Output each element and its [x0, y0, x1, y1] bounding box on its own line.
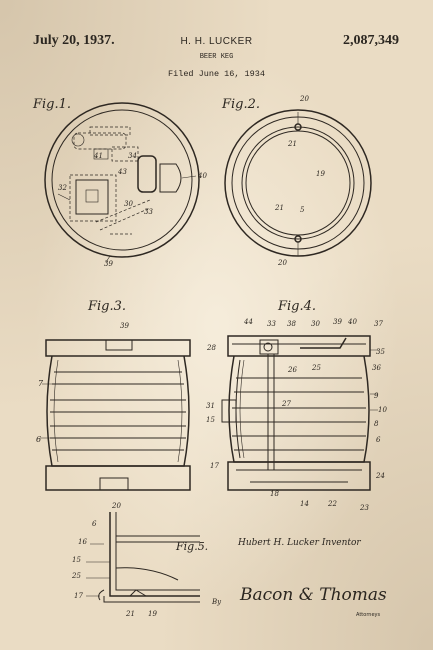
ref-22: 22: [327, 500, 337, 508]
ref-34: 34: [128, 152, 137, 160]
fig1-refs: 41 43 34 32 30 33 40 39: [58, 152, 207, 268]
fig2-drawing: Fig.2.: [221, 97, 372, 257]
inventor-signature: Hubert H. Lucker Inventor: [238, 538, 361, 548]
ref-33-f4: 33: [267, 320, 276, 328]
ref-33: 33: [144, 208, 153, 216]
ref-30: 30: [124, 200, 133, 208]
ref-25: 25: [311, 364, 321, 372]
ref-9: 9: [374, 392, 379, 400]
ref-44: 44: [243, 318, 253, 326]
patent-title: BEER KEG: [199, 53, 234, 61]
ref-39: 39: [104, 260, 113, 268]
ref-41: 41: [93, 152, 103, 160]
patent-date: July 20, 1937.: [33, 33, 115, 48]
ref-15-f5: 15: [72, 556, 81, 564]
ref-31: 31: [206, 402, 215, 410]
fig4-refs: 44 33 38 30 39 40 37 28 26 25 35 36 31 1…: [206, 318, 387, 512]
fig2-label: Fig.2.: [221, 97, 260, 112]
ref-8: 8: [374, 420, 379, 428]
ref-6-f4: 6: [376, 436, 381, 444]
ref-39-f3: 39: [120, 322, 129, 330]
attorney-label: Attorneys: [356, 612, 381, 618]
ref-20-f3: 20: [111, 502, 121, 510]
fig2-refs: 20 21 19 21 5 20: [274, 95, 325, 267]
fig1-label: Fig.1.: [32, 97, 71, 112]
fig3-label: Fig.3.: [87, 299, 126, 314]
ref-7: 7: [38, 379, 44, 388]
fig5-refs: 6 16 15 25 17 21 19: [71, 520, 157, 618]
ref-18: 18: [270, 490, 279, 498]
inventor-name: H. H. LUCKER: [180, 36, 253, 47]
ref-15: 15: [206, 416, 215, 424]
ref-30-f4: 30: [311, 320, 320, 328]
fig3-refs: 39 7 6 20: [36, 322, 129, 510]
ref-35: 35: [376, 348, 385, 356]
ref-28: 28: [206, 344, 216, 352]
ref-17-f5: 17: [74, 592, 83, 600]
ref-36: 36: [372, 364, 381, 372]
ref-25-f5: 25: [71, 572, 81, 580]
fig1-drawing: Fig.1.: [32, 97, 200, 258]
attorney-signature: Bacon & Thomas: [240, 585, 387, 605]
ref-38: 38: [287, 320, 296, 328]
fig4-drawing: Fig.4.: [221, 299, 378, 491]
ref-6-f5: 6: [92, 520, 97, 528]
ref-27: 27: [281, 400, 291, 408]
ref-26: 26: [287, 366, 297, 374]
ref-10: 10: [378, 406, 387, 414]
fig5-label: Fig.5.: [175, 540, 208, 553]
ref-14: 14: [300, 500, 309, 508]
ref-20: 20: [299, 95, 309, 103]
ref-6: 6: [36, 435, 41, 444]
filed-date: Filed June 16, 1934: [168, 69, 265, 79]
fig5-drawing: Fig.5.: [98, 512, 208, 603]
ref-21-b: 21: [274, 204, 284, 212]
ref-23: 23: [359, 504, 369, 512]
ref-5: 5: [300, 206, 305, 214]
ref-39-f4: 39: [333, 318, 342, 326]
patent-number: 2,087,349: [343, 33, 399, 48]
by-label: By: [212, 598, 222, 606]
ref-21-f5: 21: [125, 610, 135, 618]
ref-19-f5: 19: [148, 610, 157, 618]
ref-40-f4: 40: [347, 318, 357, 326]
ref-16: 16: [78, 538, 87, 546]
fig3-drawing: Fig.3.: [40, 299, 191, 491]
fig4-label: Fig.4.: [277, 299, 316, 314]
ref-40: 40: [197, 172, 207, 180]
ref-32: 32: [58, 184, 67, 192]
ref-21: 21: [287, 140, 297, 148]
ref-43: 43: [117, 168, 127, 176]
ref-37: 37: [374, 320, 383, 328]
ref-17: 17: [210, 462, 219, 470]
ref-20-b: 20: [277, 259, 287, 267]
ref-19: 19: [316, 170, 325, 178]
ref-24: 24: [375, 472, 385, 480]
